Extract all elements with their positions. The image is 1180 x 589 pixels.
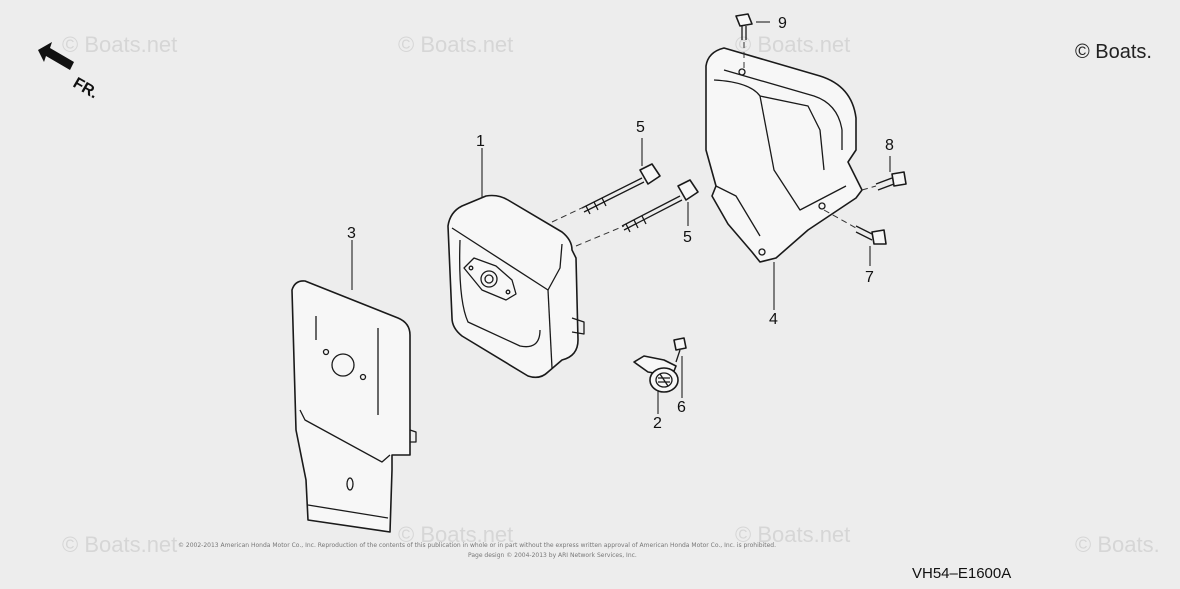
watermark-bottom-center: © Boats.net bbox=[398, 522, 513, 547]
diagram-code: VH54–E1600A bbox=[912, 565, 1011, 582]
callout-4[interactable]: 4 bbox=[769, 311, 778, 328]
watermark-corner: © Boats. bbox=[1075, 41, 1152, 63]
watermark-top-left: © Boats.net bbox=[62, 32, 177, 57]
part-7-bolt[interactable] bbox=[855, 225, 887, 245]
callout-7[interactable]: 7 bbox=[865, 269, 874, 286]
watermark-bottom-left: © Boats.net bbox=[62, 532, 177, 557]
callout-6[interactable]: 6 bbox=[677, 399, 686, 416]
watermark-top-right: © Boats.net bbox=[735, 32, 850, 57]
part-9-bolt[interactable] bbox=[735, 13, 753, 40]
callout-1[interactable]: 1 bbox=[476, 133, 485, 150]
callout-2[interactable]: 2 bbox=[653, 415, 662, 432]
page-design-notice: Page design © 2004-2013 by ARI Network S… bbox=[468, 552, 637, 559]
part-4-muffler-protector[interactable] bbox=[705, 47, 863, 263]
callout-5-upper[interactable]: 5 bbox=[636, 119, 645, 136]
part-2-spark-arrester[interactable] bbox=[633, 355, 679, 393]
watermark-bottom-right: © Boats.net bbox=[735, 522, 850, 547]
callout-3[interactable]: 3 bbox=[347, 225, 356, 242]
front-direction-label: FR. bbox=[70, 75, 101, 103]
watermark-bottom-corner: © Boats. bbox=[1075, 532, 1160, 557]
part-3-heat-shield-plate[interactable] bbox=[291, 280, 417, 533]
copyright-notice: © 2002-2013 American Honda Motor Co., In… bbox=[178, 542, 776, 549]
front-direction-arrow-icon bbox=[38, 42, 74, 70]
part-8-bolt[interactable] bbox=[875, 171, 907, 191]
callout-8[interactable]: 8 bbox=[885, 137, 894, 154]
watermark-top-center: © Boats.net bbox=[398, 32, 513, 57]
part-5-bolt-lower[interactable] bbox=[621, 179, 699, 233]
callout-9[interactable]: 9 bbox=[778, 15, 787, 32]
part-5-bolt-upper[interactable] bbox=[581, 163, 661, 215]
callout-5-lower[interactable]: 5 bbox=[683, 229, 692, 246]
part-1-muffler-body[interactable] bbox=[447, 194, 585, 379]
part-6-screw[interactable] bbox=[673, 337, 687, 363]
